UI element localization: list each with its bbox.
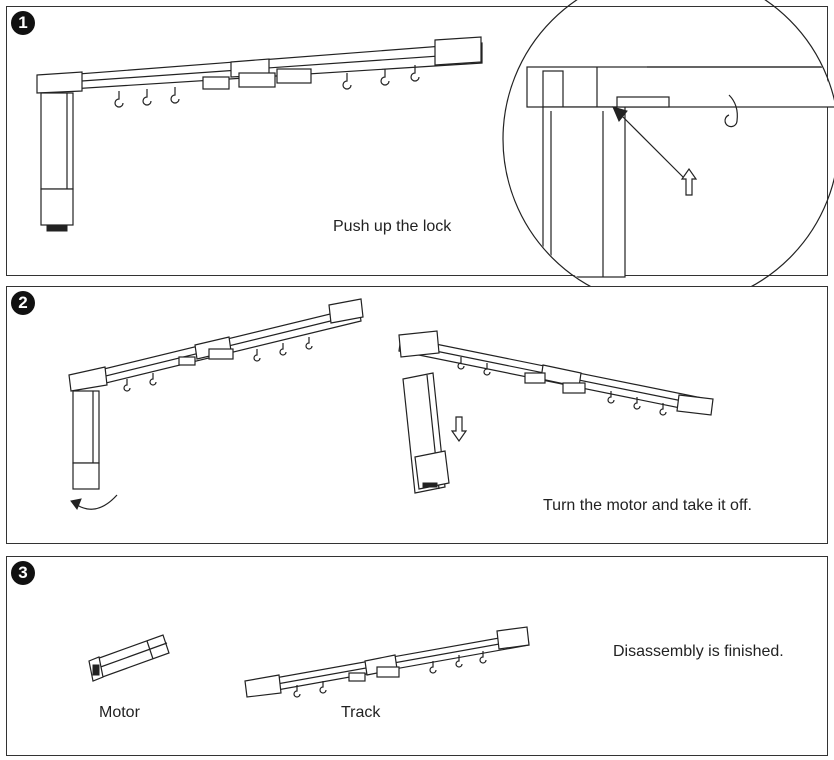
track-rail-icon [36, 36, 483, 94]
step-3-panel: 3 Motor Track Disassembly is finished. [6, 556, 828, 756]
runner-hooks-icon [293, 651, 487, 698]
runner-hooks-icon [123, 337, 313, 392]
step-2-caption: Turn the motor and take it off. [543, 497, 752, 514]
step-3-illustration [88, 626, 530, 698]
step-1-caption: Push up the lock [333, 218, 452, 235]
runner-hooks-icon [114, 65, 420, 108]
step-2-panel: 2 [6, 286, 828, 544]
step-1-illustration [36, 0, 834, 308]
track-detached-icon [398, 330, 714, 416]
step-1-panel: 1 [6, 0, 834, 308]
runner-hooks-icon [457, 357, 667, 416]
motor-label: Motor [99, 704, 140, 721]
track-label: Track [341, 704, 381, 721]
step-2-badge: 2 [11, 291, 35, 315]
step-3-badge: 3 [11, 561, 35, 585]
step-3-caption: Disassembly is finished. [613, 643, 784, 660]
track-with-motor-icon [68, 298, 364, 392]
step-1-badge: 1 [11, 11, 35, 35]
motor-attached-icon [40, 92, 74, 232]
zoom-detail-icon [502, 0, 834, 308]
motor-rotating-icon [70, 390, 118, 511]
motor-icon [88, 634, 170, 682]
motor-detached-icon [402, 372, 468, 494]
track-icon [244, 626, 530, 698]
step-2-illustration [68, 298, 714, 511]
